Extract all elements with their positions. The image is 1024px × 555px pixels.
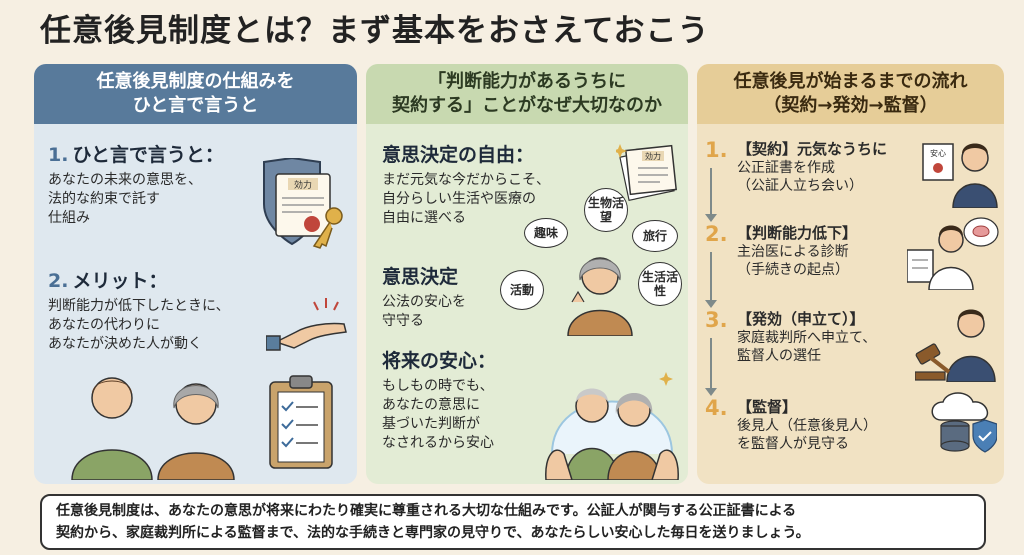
section-title: 意思決定 xyxy=(382,266,459,288)
page-title: 任意後見制度とは？まず基本をおさえておこう xyxy=(40,13,710,49)
header-line: （契約→発効→監督） xyxy=(763,95,938,116)
step-supervision: 4. 【監督】 後見人（任意後見人） を監督人が見守る xyxy=(705,396,877,452)
svg-text:効力: 効力 xyxy=(645,151,661,161)
couple-icon xyxy=(71,377,235,480)
header-line: ひと言で言うと xyxy=(132,95,259,116)
section-merit: 2.メリット： 判断能力が低下したときに、 あなたの代わりに あなたが決めた人が… xyxy=(48,266,230,354)
section-title: 将来の安心： xyxy=(382,350,497,372)
section-future-peace: 将来の安心： もしもの時でも、 あなたの意思に 基づいた判断が なされるから安心 xyxy=(382,346,496,453)
column-flow: 任意後見が始まるまでの流れ （契約→発効→監督） 1. 【契約】元気なうちに 公… xyxy=(697,64,1004,484)
summary-line: 契約から、家庭裁判所による監督まで、法的な手続きと専門家の見守りで、あなたらしい… xyxy=(56,525,810,541)
column-header: 任意後見制度の仕組みを ひと言で言うと xyxy=(34,64,357,124)
header-line: 任意後見が始まるまでの流れ xyxy=(733,71,968,92)
section-body: もしもの時でも、 あなたの意思に 基づいた判断が なされるから安心 xyxy=(382,378,494,451)
section-body: 判断能力が低下したときに、 あなたの代わりに あなたが決めた人が動く xyxy=(48,298,230,352)
step-capacity-decline: 2. 【判断能力低下】 主治医による診断 （手続きの起点） xyxy=(705,222,858,278)
shield-document-key-icon: 効力 xyxy=(263,158,343,249)
section-freedom: 意思決定の自由： まだ元気な今だからこそ、 自分らしい生活や医療の 自由に選べる xyxy=(382,140,550,228)
step-effect-petition: 3. 【発効（申立て）】 家庭裁判所へ申立て、 監督人の選任 xyxy=(705,308,877,364)
cloud-database-shield-icon xyxy=(931,392,997,453)
flow-arrow xyxy=(705,252,717,308)
section-body: まだ元気な今だからこそ、 自分らしい生活や医療の 自由に選べる xyxy=(382,172,550,226)
open-hand-icon xyxy=(266,298,347,351)
section-title: 意思決定の自由： xyxy=(382,144,535,166)
header-line: 契約する」ことがなぜ大切なのか xyxy=(392,95,662,116)
column-header: 「判断能力があるうちに 契約する」ことがなぜ大切なのか xyxy=(366,64,688,124)
column-why-important: 「判断能力があるうちに 契約する」ことがなぜ大切なのか 意思決定の自由： まだ元… xyxy=(366,64,688,484)
section-title: 2.メリット： xyxy=(48,270,168,292)
column-mechanism: 任意後見制度の仕組みを ひと言で言うと 1.ひと言で言うと： あなたの未来の意思… xyxy=(34,64,357,484)
section-title: 1.ひと言で言うと： xyxy=(48,144,224,166)
flow-arrow xyxy=(705,168,717,222)
elderly-woman-thinking-icon xyxy=(567,257,633,336)
bubble-life-vitality: 生活活性 xyxy=(638,262,682,306)
flow-arrow xyxy=(705,338,717,396)
header-line: 「判断能力があるうちに xyxy=(428,71,626,92)
bubble-travel: 旅行 xyxy=(632,220,678,252)
elderly-couple-protected-icon xyxy=(545,372,679,480)
column-header: 任意後見が始まるまでの流れ （契約→発効→監督） xyxy=(697,64,1004,124)
notary-with-document-icon: 安心 xyxy=(922,143,998,208)
section-decision: 意思決定 公法の安心を 守守る xyxy=(382,262,466,331)
section-in-a-word: 1.ひと言で言うと： あなたの未来の意思を、 法的な約束で託す 仕組み xyxy=(48,140,224,228)
bubble-hobby: 趣味 xyxy=(524,218,568,248)
clipboard-checklist-icon xyxy=(269,375,333,469)
summary-line: 任意後見制度は、あなたの意思が将来にわたり確実に尊重される大切な仕組みです。公証… xyxy=(56,503,797,519)
judge-gavel-icon xyxy=(915,309,996,382)
svg-text:効力: 効力 xyxy=(294,179,312,191)
header-line: 任意後見制度の仕組みを xyxy=(96,71,295,92)
doctor-brain-icon xyxy=(907,217,999,290)
section-body: 公法の安心を 守守る xyxy=(382,294,466,329)
step-contract: 1. 【契約】元気なうちに 公正証書を作成 （公証人立ち会い） xyxy=(705,138,888,194)
document-stack-icon: 効力 xyxy=(616,144,677,202)
bubble-living-hope: 生物活望 xyxy=(584,188,628,232)
summary-box: 任意後見制度は、あなたの意思が将来にわたり確実に尊重される大切な仕組みです。公証… xyxy=(40,494,986,550)
svg-text:安心: 安心 xyxy=(930,148,946,158)
section-body: あなたの未来の意思を、 法的な約束で託す 仕組み xyxy=(48,172,202,226)
bubble-activity: 活動 xyxy=(500,270,544,310)
